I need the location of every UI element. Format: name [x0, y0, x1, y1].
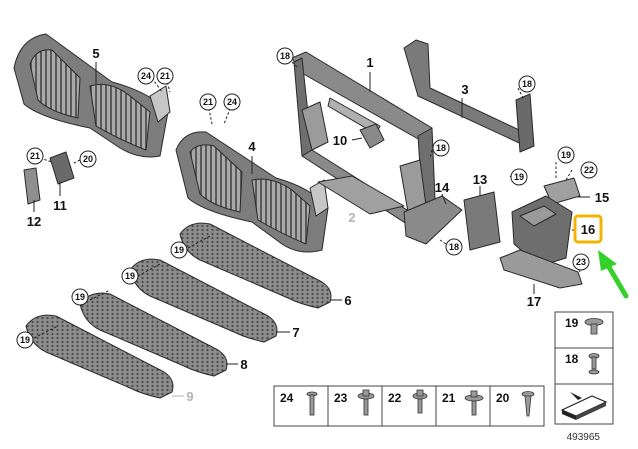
legend-item-21: 21: [442, 391, 456, 405]
callout-5: 5: [92, 46, 99, 61]
green-arrow-icon: [598, 250, 629, 299]
expanding-rivet-19-icon: [584, 318, 604, 335]
callout-6: 6: [344, 293, 351, 308]
circle-callout-19-e: 19: [71, 288, 89, 306]
callout-4: 4: [248, 139, 256, 154]
part-4-lower-kidney-grille[interactable]: [175, 131, 329, 253]
screw-washer-23-icon: [357, 389, 375, 416]
part-5-upper-kidney-grille[interactable]: [13, 33, 171, 158]
circle-callout-21-c: 21: [26, 147, 44, 165]
part-14-air-duct[interactable]: [403, 195, 463, 245]
svg-text:18: 18: [436, 143, 446, 153]
diagram-number: 493965: [567, 432, 601, 443]
callout-15: 15: [595, 190, 609, 205]
callout-10: 10: [333, 133, 347, 148]
screw-24-icon: [306, 391, 318, 416]
legend-item-20: 20: [496, 391, 510, 405]
svg-text:22: 22: [584, 165, 594, 175]
callout-2: 2: [348, 210, 355, 225]
legend-item-22: 22: [388, 391, 402, 405]
legend-item-24: 24: [280, 391, 294, 405]
circle-callout-24-b: 24: [223, 93, 241, 111]
svg-text:18: 18: [449, 242, 459, 252]
circle-callout-22: 22: [580, 161, 598, 179]
callout-12: 12: [27, 214, 41, 229]
callout-16-highlight[interactable]: 16: [573, 214, 603, 244]
fastener-legend: 19 18 24 23 22 21 20: [273, 311, 614, 427]
legend-item-18: 18: [565, 352, 579, 366]
callout-3: 3: [461, 82, 468, 97]
callout-16: 16: [581, 222, 595, 237]
callout-13: 13: [473, 172, 487, 187]
part-12-bracket[interactable]: [23, 167, 41, 205]
circle-callout-21-b: 21: [199, 93, 217, 111]
svg-text:19: 19: [561, 150, 571, 160]
highlight-frame: [573, 214, 603, 244]
svg-text:21: 21: [160, 71, 170, 81]
circle-callout-19-f: 19: [16, 331, 34, 349]
svg-text:19: 19: [174, 245, 184, 255]
circle-callout-18-d: 18: [445, 238, 463, 256]
part-2-lower-bracket[interactable]: [317, 175, 405, 215]
svg-text:21: 21: [30, 151, 40, 161]
legend-item-19: 19: [565, 316, 579, 330]
callout-1: 1: [366, 55, 373, 70]
callout-14: 14: [435, 180, 450, 195]
svg-text:19: 19: [20, 335, 30, 345]
circle-callout-19-d: 19: [121, 267, 139, 285]
part-17-lower-bracket[interactable]: [499, 249, 583, 289]
svg-text:24: 24: [141, 71, 151, 81]
callout-11: 11: [53, 198, 67, 213]
callout-8: 8: [240, 357, 247, 372]
screw-washer-21-icon: [464, 390, 484, 416]
svg-text:18: 18: [280, 51, 290, 61]
part-3-cross-member[interactable]: [403, 39, 535, 153]
callout-7: 7: [292, 325, 299, 340]
circle-callout-19-c: 19: [170, 241, 188, 259]
svg-text:20: 20: [83, 154, 93, 164]
svg-text:19: 19: [75, 292, 85, 302]
part-9-air-intake-grille[interactable]: [25, 314, 174, 399]
self-tapping-screw-20-icon: [521, 391, 535, 417]
circle-callout-18-c: 18: [432, 139, 450, 157]
svg-text:21: 21: [203, 97, 213, 107]
svg-text:24: 24: [227, 97, 237, 107]
callout-9: 9: [186, 389, 193, 404]
legend-item-23: 23: [334, 391, 348, 405]
part-symbol-icon: [560, 392, 608, 420]
circle-callout-19-b: 19: [557, 146, 575, 164]
circle-callout-24-a: 24: [137, 67, 155, 85]
bolt-18-icon: [588, 353, 600, 375]
part-11-holder[interactable]: [49, 151, 75, 185]
part-10-small-bracket[interactable]: [359, 123, 385, 149]
circle-callout-19-a: 19: [510, 168, 528, 186]
circle-callout-18-b: 18: [518, 75, 536, 93]
circle-callout-21-a: 21: [156, 67, 174, 85]
svg-text:23: 23: [576, 257, 586, 267]
svg-text:18: 18: [522, 79, 532, 89]
svg-text:19: 19: [125, 271, 135, 281]
screw-washer-22-icon: [412, 389, 428, 414]
part-8-air-intake-grille[interactable]: [79, 292, 228, 377]
circle-callout-20: 20: [79, 150, 97, 168]
part-13-air-duct[interactable]: [463, 191, 501, 251]
part-16-air-guide[interactable]: [511, 195, 573, 267]
circle-callout-23: 23: [572, 253, 590, 271]
callout-17: 17: [527, 294, 541, 309]
svg-text:19: 19: [514, 172, 524, 182]
part-7-air-intake-grille[interactable]: [129, 258, 278, 343]
part-6-air-intake-grille[interactable]: [179, 222, 332, 309]
circle-callout-18-a: 18: [276, 47, 294, 65]
